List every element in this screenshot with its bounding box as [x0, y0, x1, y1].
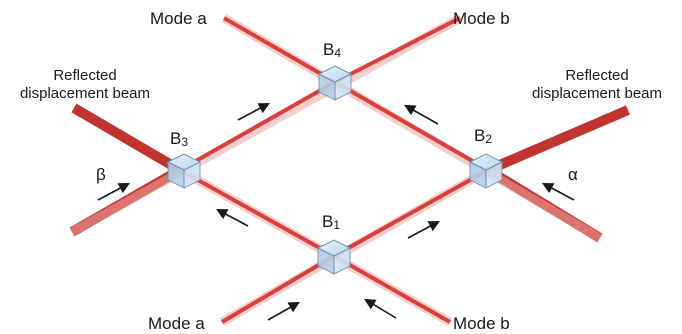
beam-splitter-b3 — [166, 153, 202, 189]
arrow-mode-a-in — [267, 301, 300, 321]
label-b3: B3 — [170, 129, 188, 149]
arrow-alpha-in — [542, 182, 575, 201]
label-reflected-right-2: displacement beam — [532, 85, 662, 102]
label-reflected-left-1: Reflected — [53, 67, 116, 84]
label-b2-main: B — [474, 126, 485, 145]
beam-b4-b2 — [334, 80, 489, 172]
label-mode-b-top: Mode b — [453, 9, 510, 28]
label-mode-b-bottom: Mode b — [453, 314, 510, 333]
beam-b3-b1 — [179, 168, 335, 258]
label-b3-sub: 3 — [181, 135, 188, 149]
arrow-beta-in — [97, 182, 130, 201]
label-reflected-right-1: Reflected — [565, 67, 628, 84]
label-beta: β — [96, 165, 106, 184]
mode-beams — [179, 16, 489, 324]
beam-splitter-b2 — [468, 153, 504, 189]
label-alpha: α — [568, 165, 578, 184]
label-b4: B4 — [323, 40, 341, 60]
label-b1-main: B — [322, 212, 333, 231]
label-b4-main: B — [323, 40, 334, 59]
label-b1-sub: 1 — [333, 218, 340, 232]
beam-splitter-b1 — [316, 239, 352, 275]
reflected-beams — [69, 103, 630, 243]
label-b3-main: B — [170, 129, 181, 148]
reflected-beam-right — [486, 105, 630, 175]
label-reflected-left-2: displacement beam — [20, 85, 150, 102]
arrow-b1-to-b3 — [216, 208, 249, 227]
beam-b2-b1 — [333, 168, 489, 258]
direction-arrows — [97, 102, 575, 321]
label-mode-a-top: Mode a — [150, 9, 207, 28]
beam-mode-b-top — [334, 16, 461, 84]
reflected-beam-left — [71, 103, 183, 175]
label-b2-sub: 2 — [485, 132, 492, 146]
beam-mode-a-top — [223, 16, 336, 84]
beam-b4-b3 — [179, 80, 336, 172]
beam-splitter-b4 — [317, 65, 353, 101]
beam-glow — [69, 14, 603, 326]
label-mode-a-bottom: Mode a — [148, 314, 205, 333]
arrow-b2-to-b4 — [404, 104, 439, 125]
label-b1: B1 — [322, 212, 340, 232]
label-b4-sub: 4 — [334, 46, 341, 60]
arrow-b3-to-b4 — [237, 102, 270, 121]
label-b2: B2 — [474, 126, 492, 146]
beam-mode-a-bottom — [220, 254, 336, 324]
arrow-b1-to-b2 — [407, 220, 440, 239]
arrow-mode-b-in — [364, 298, 397, 319]
beam-mode-b-bottom — [333, 254, 451, 324]
